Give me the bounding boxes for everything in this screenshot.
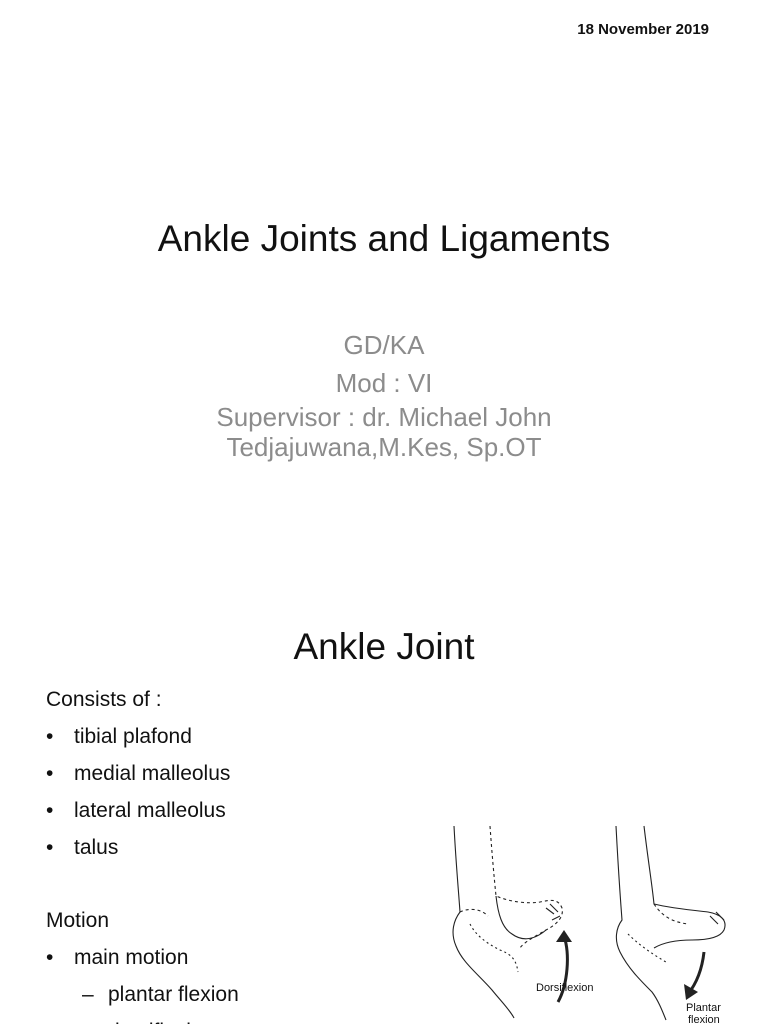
consists-heading: Consists of : bbox=[46, 688, 162, 711]
list-item: main motion bbox=[46, 939, 239, 976]
title-slide: 18 November 2019 Ankle Joints and Ligame… bbox=[0, 21, 768, 462]
sub-list-item: plantar flexion bbox=[46, 976, 239, 1013]
list-item: lateral malleolus bbox=[46, 792, 239, 829]
group-label: GD/KA bbox=[343, 330, 425, 360]
ankle-joint-slide: Ankle Joint Consists of : tibial plafond… bbox=[0, 576, 768, 1024]
dorsiflexion-label: Dorsiflexion bbox=[536, 982, 594, 994]
list-item: tibial plafond bbox=[46, 718, 239, 755]
sub-list-item: dorsiflexion bbox=[46, 1013, 239, 1024]
flexion-label: flexion bbox=[688, 1014, 720, 1024]
module-label: Mod : VI bbox=[335, 368, 433, 398]
ankle-motion-illustration: Dorsiflexion Plantar flexion bbox=[440, 824, 740, 1024]
supervisor-line-2: Tedjajuwana,M.Kes, Sp.OT bbox=[226, 432, 542, 462]
slide-body: Consists of : tibial plafond medial mall… bbox=[46, 681, 239, 1024]
slide-title: Ankle Joint bbox=[293, 626, 475, 667]
plantar-label: Plantar bbox=[686, 1002, 721, 1014]
spacer bbox=[46, 866, 239, 902]
list-item: medial malleolus bbox=[46, 755, 239, 792]
foot-drawings-icon bbox=[452, 825, 726, 1021]
slide-date: 18 November 2019 bbox=[577, 21, 709, 38]
list-item: talus bbox=[46, 829, 239, 866]
motion-heading: Motion bbox=[46, 909, 110, 932]
supervisor-line-1: Supervisor : dr. Michael John bbox=[216, 402, 552, 432]
presentation-title: Ankle Joints and Ligaments bbox=[157, 218, 611, 259]
subtitle-block: GD/KA Mod : VI Supervisor : dr. Michael … bbox=[0, 326, 768, 462]
